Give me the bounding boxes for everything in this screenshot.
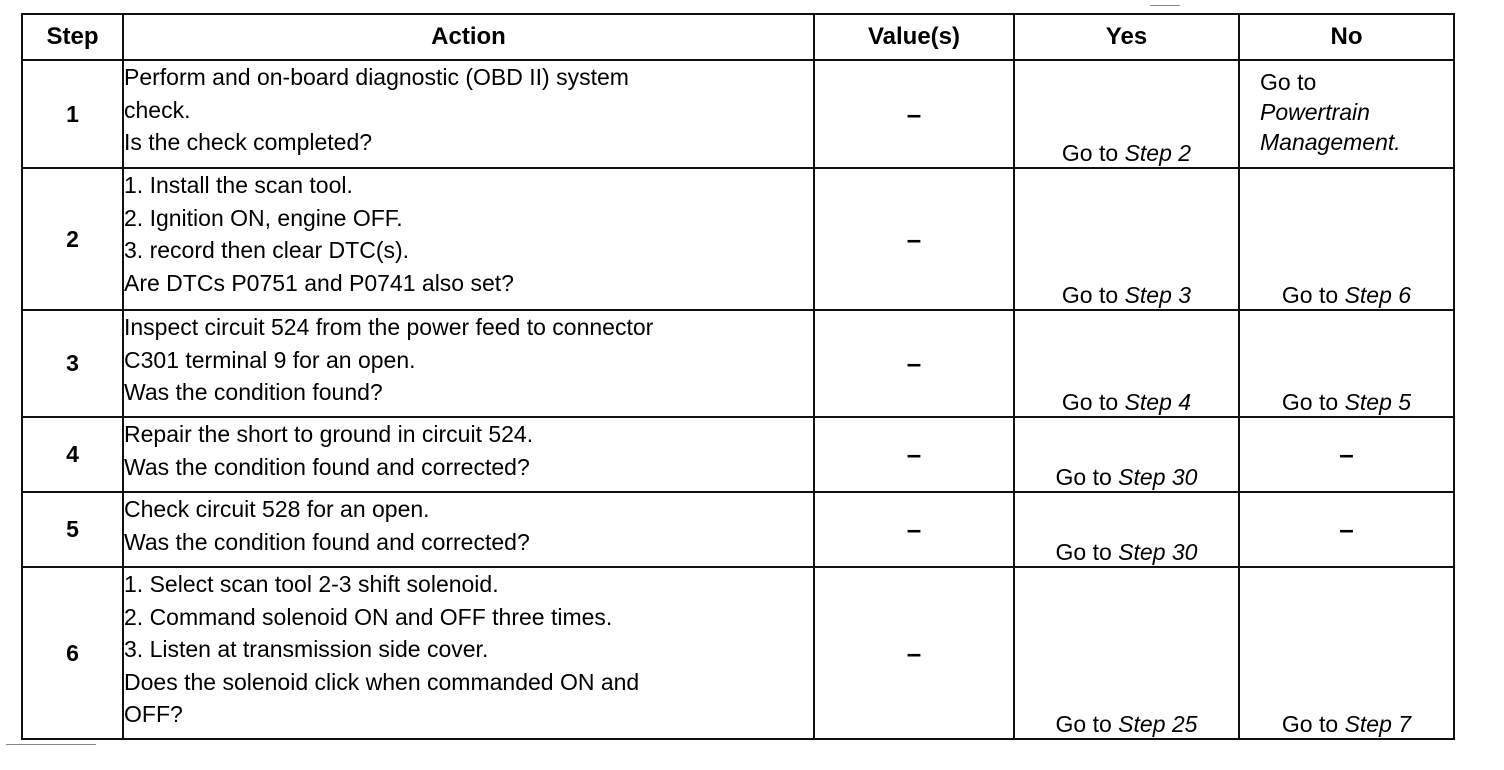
action-line: Check circuit 528 for an open.	[124, 496, 430, 522]
step-number: 1	[21, 59, 124, 169]
no-link-line[interactable]: Powertrain	[1260, 99, 1370, 125]
value-cell: –	[813, 491, 1015, 568]
no-prefix: Go to	[1281, 282, 1345, 308]
yes-step-link[interactable]: Step 2	[1124, 140, 1192, 166]
yes-cell: Go to Step 4	[1013, 309, 1240, 418]
step-number: 4	[21, 416, 124, 493]
table-row: 2 1. Install the scan tool. 2. Ignition …	[21, 167, 1455, 311]
action-line: Repair the short to ground in circuit 52…	[124, 421, 534, 447]
header-step: Step	[21, 13, 124, 61]
table-row: 6 1. Select scan tool 2-3 shift solenoid…	[21, 566, 1455, 740]
action-cell: Perform and on-board diagnostic (OBD II)…	[122, 59, 815, 169]
action-line: 2. Ignition ON, engine OFF.	[124, 204, 403, 231]
yes-prefix: Go to	[1055, 711, 1119, 737]
action-line: 2. Command solenoid ON and OFF three tim…	[124, 603, 613, 630]
yes-cell: Go to Step 30	[1013, 491, 1240, 568]
action-line: check.	[124, 96, 191, 123]
yes-prefix: Go to	[1055, 539, 1119, 565]
header-action: Action	[122, 13, 815, 61]
no-step-link[interactable]: Step 7	[1344, 711, 1412, 737]
yes-step-link[interactable]: Step 30	[1118, 464, 1198, 490]
value-cell: –	[813, 309, 1015, 418]
no-cell: –	[1238, 491, 1455, 568]
no-cell: Go to Powertrain Management.	[1238, 59, 1455, 169]
diagnostic-table: Step Action Value(s) Yes No 1 Perform an…	[21, 13, 1455, 740]
yes-cell: Go to Step 2	[1013, 59, 1240, 169]
header-values: Value(s)	[813, 13, 1015, 61]
action-line: 1. Install the scan tool.	[124, 172, 353, 198]
no-prefix: Go to	[1281, 711, 1345, 737]
action-line: OFF?	[124, 701, 183, 727]
no-cell: Go to Step 7	[1238, 566, 1455, 740]
action-cell: 1. Select scan tool 2-3 shift solenoid. …	[122, 566, 815, 740]
action-line: 3. record then clear DTC(s).	[124, 237, 410, 263]
value-cell: –	[813, 566, 1015, 740]
action-line: Was the condition found and corrected?	[124, 453, 530, 480]
action-cell: Check circuit 528 for an open. Was the c…	[122, 491, 815, 568]
action-line: Inspect circuit 524 from the power feed …	[124, 314, 654, 340]
no-cell: –	[1238, 416, 1455, 493]
table-row: 5 Check circuit 528 for an open. Was the…	[21, 491, 1455, 568]
action-line: 3. Listen at transmission side cover.	[124, 636, 489, 662]
table-row: 4 Repair the short to ground in circuit …	[21, 416, 1455, 493]
yes-cell: Go to Step 25	[1013, 566, 1240, 740]
yes-step-link[interactable]: Step 3	[1124, 282, 1192, 308]
no-link-line[interactable]: Management.	[1260, 129, 1401, 155]
yes-prefix: Go to	[1061, 140, 1125, 166]
action-line: C301 terminal 9 for an open.	[124, 346, 416, 373]
value-cell: –	[813, 59, 1015, 169]
header-no: No	[1238, 13, 1455, 61]
yes-cell: Go to Step 30	[1013, 416, 1240, 493]
scan-artifact-line	[6, 744, 96, 745]
no-prefix: Go to	[1281, 389, 1345, 415]
no-step-link[interactable]: Step 6	[1344, 282, 1412, 308]
action-line: Does the solenoid click when commanded O…	[124, 668, 640, 695]
step-number: 5	[21, 491, 124, 568]
yes-step-link[interactable]: Step 25	[1118, 711, 1198, 737]
scan-artifact-line	[1150, 5, 1180, 6]
yes-prefix: Go to	[1061, 389, 1125, 415]
action-line: 1. Select scan tool 2-3 shift solenoid.	[124, 571, 499, 597]
no-cell: Go to Step 6	[1238, 167, 1455, 311]
action-line: Was the condition found?	[124, 379, 383, 405]
step-number: 6	[21, 566, 124, 740]
no-step-link[interactable]: Step 5	[1344, 389, 1412, 415]
action-cell: Repair the short to ground in circuit 52…	[122, 416, 815, 493]
yes-step-link[interactable]: Step 30	[1118, 539, 1198, 565]
yes-step-link[interactable]: Step 4	[1124, 389, 1192, 415]
yes-prefix: Go to	[1061, 282, 1125, 308]
action-line: Was the condition found and corrected?	[124, 528, 530, 555]
header-row: Step Action Value(s) Yes No	[21, 13, 1455, 61]
no-cell: Go to Step 5	[1238, 309, 1455, 418]
table-row: 3 Inspect circuit 524 from the power fee…	[21, 309, 1455, 418]
action-line: Are DTCs P0751 and P0741 also set?	[124, 269, 514, 296]
step-number: 3	[21, 309, 124, 418]
no-line: Go to	[1260, 69, 1317, 95]
yes-prefix: Go to	[1055, 464, 1119, 490]
step-number: 2	[21, 167, 124, 311]
action-line: Perform and on-board diagnostic (OBD II)…	[124, 64, 629, 90]
table-row: 1 Perform and on-board diagnostic (OBD I…	[21, 59, 1455, 169]
header-yes: Yes	[1013, 13, 1240, 61]
value-cell: –	[813, 416, 1015, 493]
action-cell: 1. Install the scan tool. 2. Ignition ON…	[122, 167, 815, 311]
action-line: Is the check completed?	[124, 129, 373, 155]
value-cell: –	[813, 167, 1015, 311]
action-cell: Inspect circuit 524 from the power feed …	[122, 309, 815, 418]
yes-cell: Go to Step 3	[1013, 167, 1240, 311]
